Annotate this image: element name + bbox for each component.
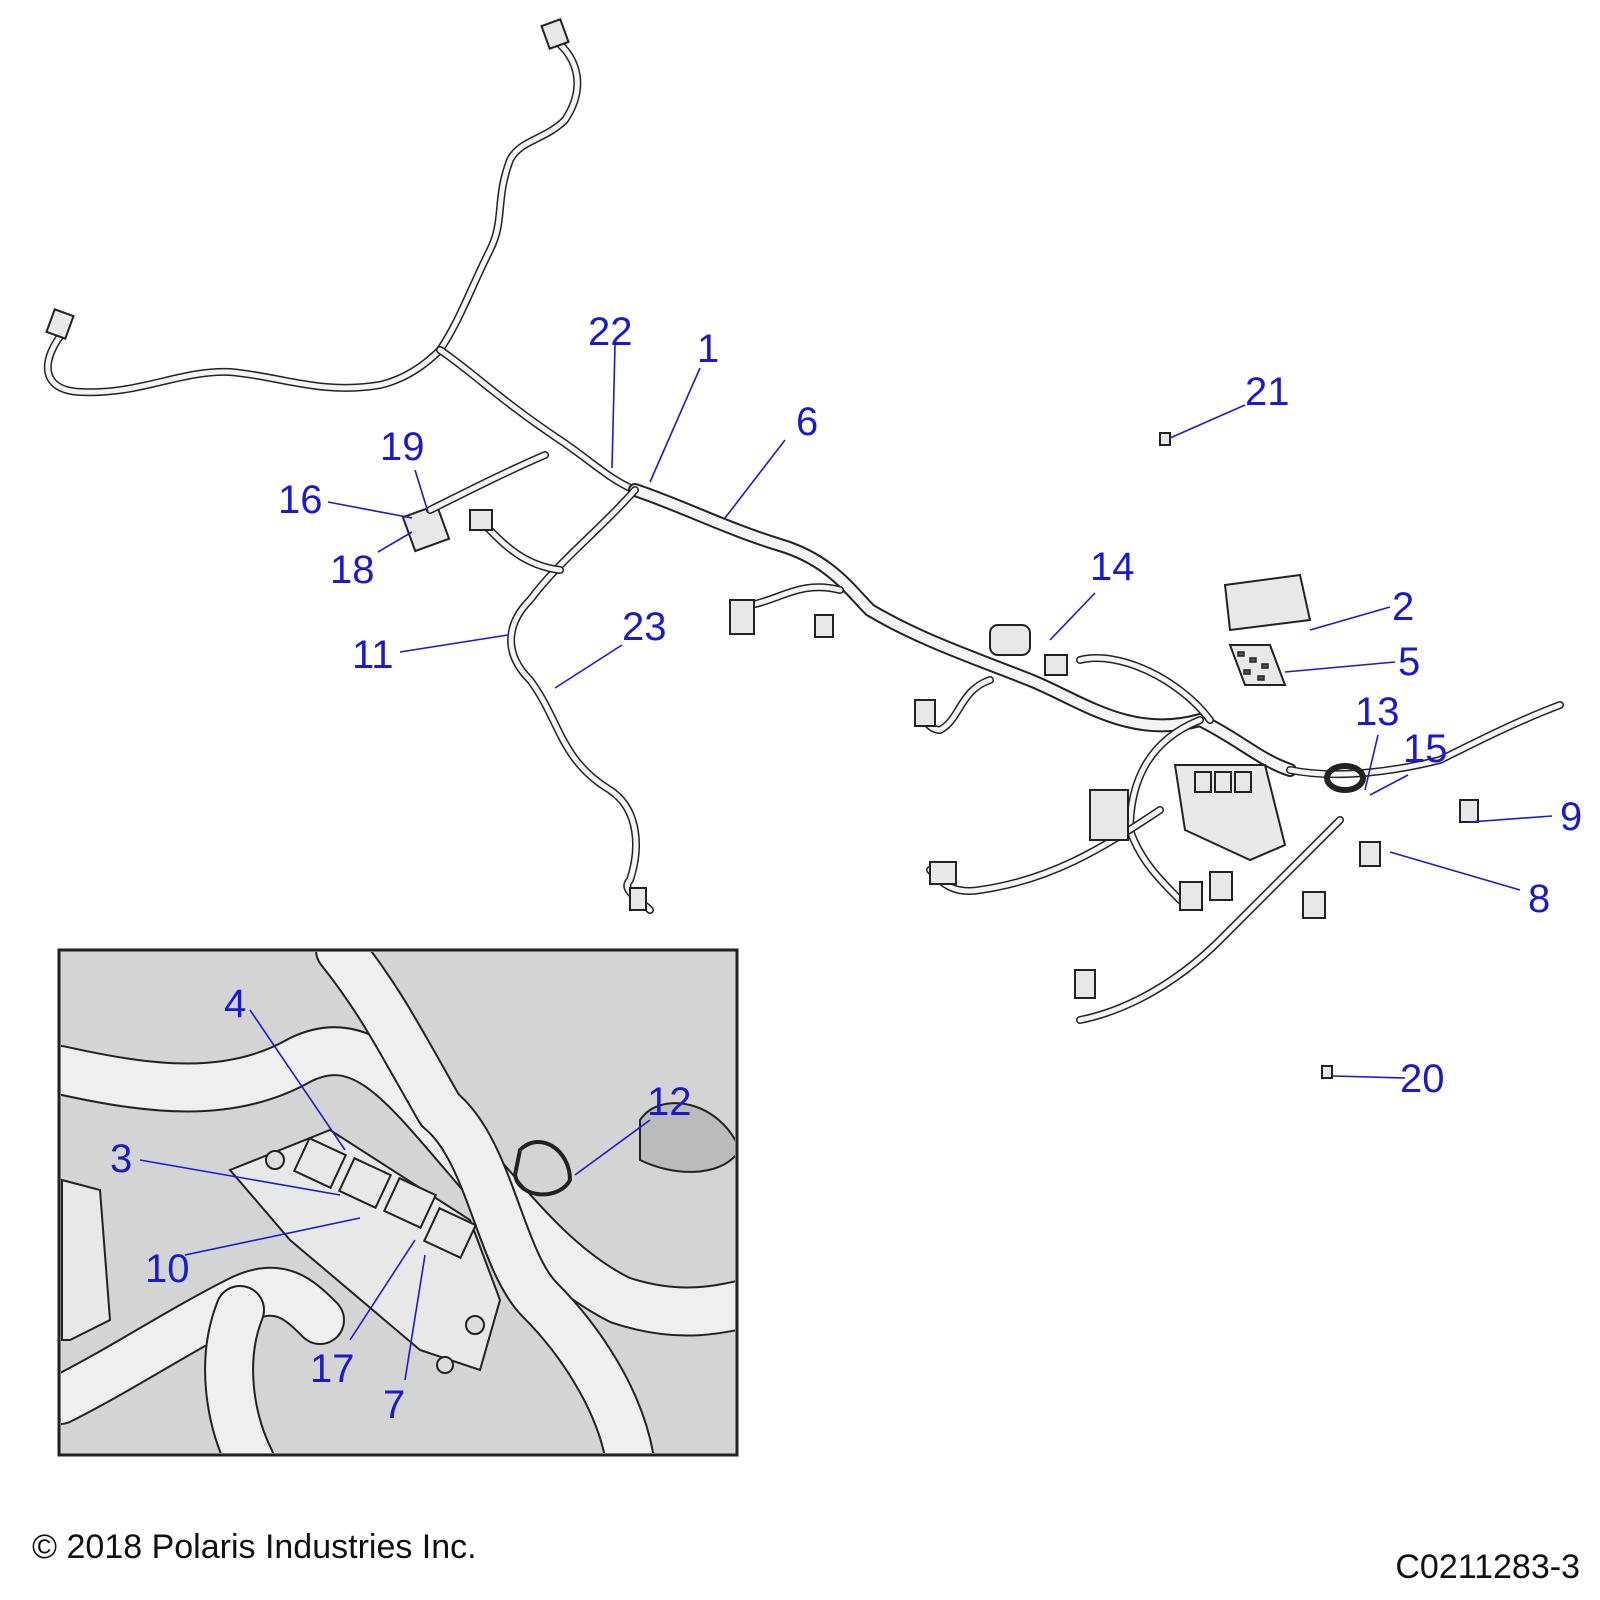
main-harness [43, 36, 1564, 1024]
drawing-number: C0211283-3 [1395, 1548, 1580, 1586]
callout-7: 7 [383, 1383, 405, 1427]
callout-2: 2 [1392, 585, 1414, 629]
clip-20 [1321, 1065, 1333, 1079]
callout-13: 13 [1355, 690, 1400, 734]
callout-22: 22 [588, 310, 633, 354]
callout-11: 11 [352, 633, 394, 677]
leader-lines [139, 344, 1553, 1381]
copyright-text: © 2018 Polaris Industries Inc. [32, 1528, 477, 1566]
callout-3: 3 [110, 1137, 132, 1181]
callout-4: 4 [224, 982, 246, 1026]
callout-1: 1 [697, 327, 719, 371]
fuse-label [1228, 644, 1287, 686]
callout-19: 19 [380, 425, 425, 469]
callout-16: 16 [278, 478, 323, 522]
callout-10: 10 [145, 1247, 190, 1291]
callout-8: 8 [1528, 877, 1550, 921]
callout-18: 18 [330, 548, 375, 592]
callout-12: 12 [647, 1080, 692, 1124]
relay-pigtail [401, 451, 549, 553]
callout-5: 5 [1398, 640, 1420, 684]
callout-14: 14 [1090, 545, 1135, 589]
connectors [45, 18, 1479, 999]
part-14-housing [989, 624, 1031, 656]
callout-17: 17 [310, 1347, 355, 1391]
callout-21: 21 [1245, 370, 1290, 414]
callout-9: 9 [1560, 795, 1582, 839]
callout-labels: 1 2 3 4 5 6 7 8 9 10 11 12 13 14 15 16 1… [110, 310, 1582, 1427]
callout-15: 15 [1403, 727, 1448, 771]
callout-20: 20 [1400, 1057, 1445, 1101]
clip-21 [1159, 432, 1171, 446]
strap-13 [1324, 763, 1366, 793]
callout-6: 6 [796, 400, 818, 444]
relay-block [1173, 764, 1287, 862]
fuse-box-cover [1223, 573, 1312, 632]
callout-23: 23 [622, 605, 667, 649]
detail-inset [57, 948, 739, 1457]
